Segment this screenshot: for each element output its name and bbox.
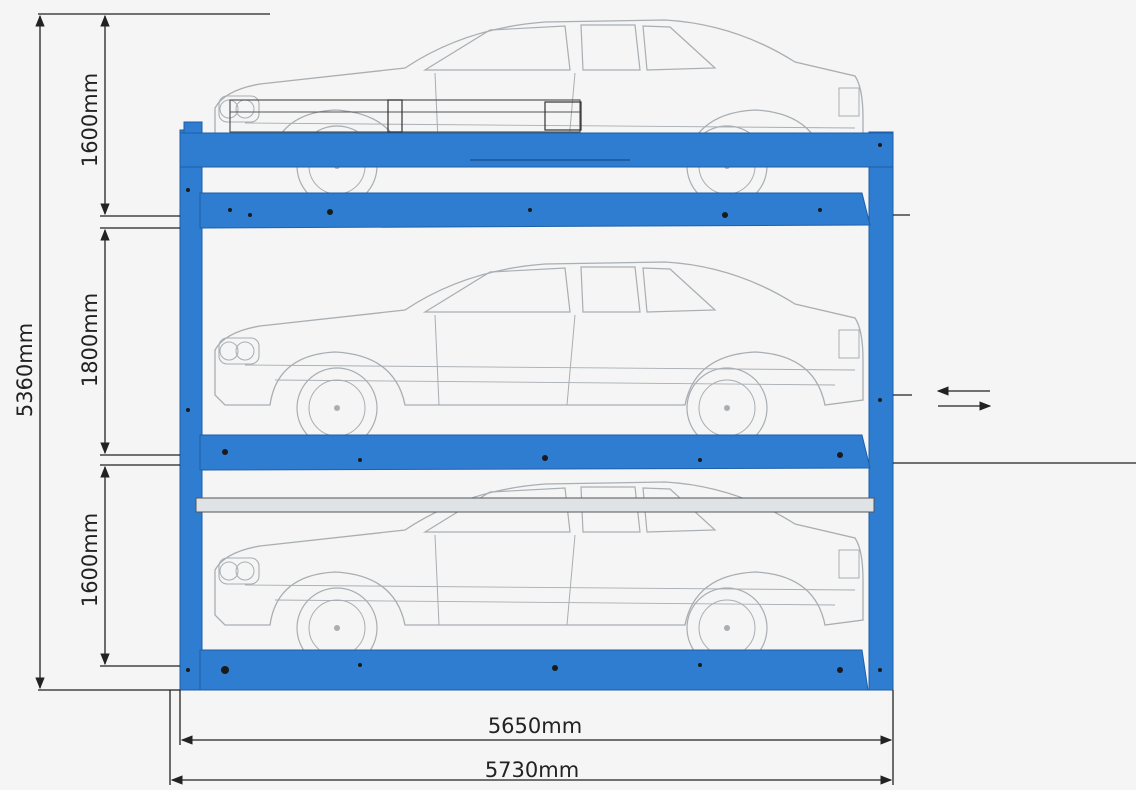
lower-level-label: 1600mm (78, 513, 102, 607)
dimension-lines (35, 13, 1136, 790)
car-upper (214, 19, 864, 207)
upper-level-label: 1600mm (78, 73, 102, 167)
upper-carriage (229, 99, 582, 133)
total-height-label: 5360mm (13, 323, 37, 417)
left-right-arrows-icon (936, 386, 992, 411)
outer-width-label: 5730mm (485, 758, 579, 782)
middle-level-label: 1800mm (78, 293, 102, 387)
inner-width-label: 5650mm (488, 714, 582, 738)
car-middle (214, 261, 864, 449)
lift-frame (179, 121, 894, 691)
